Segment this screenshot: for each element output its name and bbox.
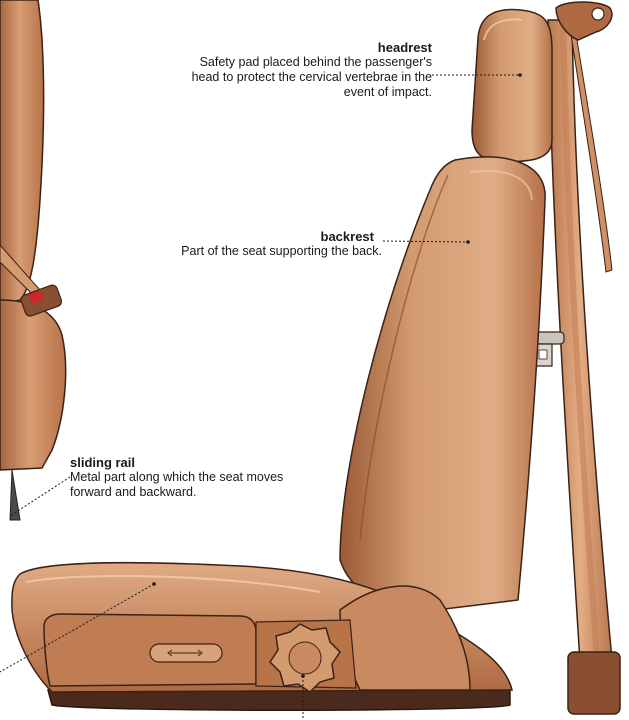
backrest [340, 157, 545, 612]
slide-lever [150, 644, 222, 662]
backrest-description: Part of the seat supporting the back. [150, 244, 382, 259]
sliding-rail-label: sliding rail Metal part along which the … [70, 455, 310, 500]
backrest-label: backrest Part of the seat supporting the… [150, 229, 382, 259]
left-seat-partial [0, 0, 66, 520]
sliding-rail-description: Metal part along which the seat moves fo… [70, 470, 310, 500]
sliding-rail-term: sliding rail [70, 455, 310, 470]
seat-base [48, 690, 510, 710]
backrest-term: backrest [150, 229, 382, 244]
headrest [472, 10, 552, 162]
headrest-term: headrest [190, 40, 432, 55]
headrest-description: Safety pad placed behind the passenger's… [190, 55, 432, 100]
headrest-label: headrest Safety pad placed behind the pa… [190, 40, 432, 100]
